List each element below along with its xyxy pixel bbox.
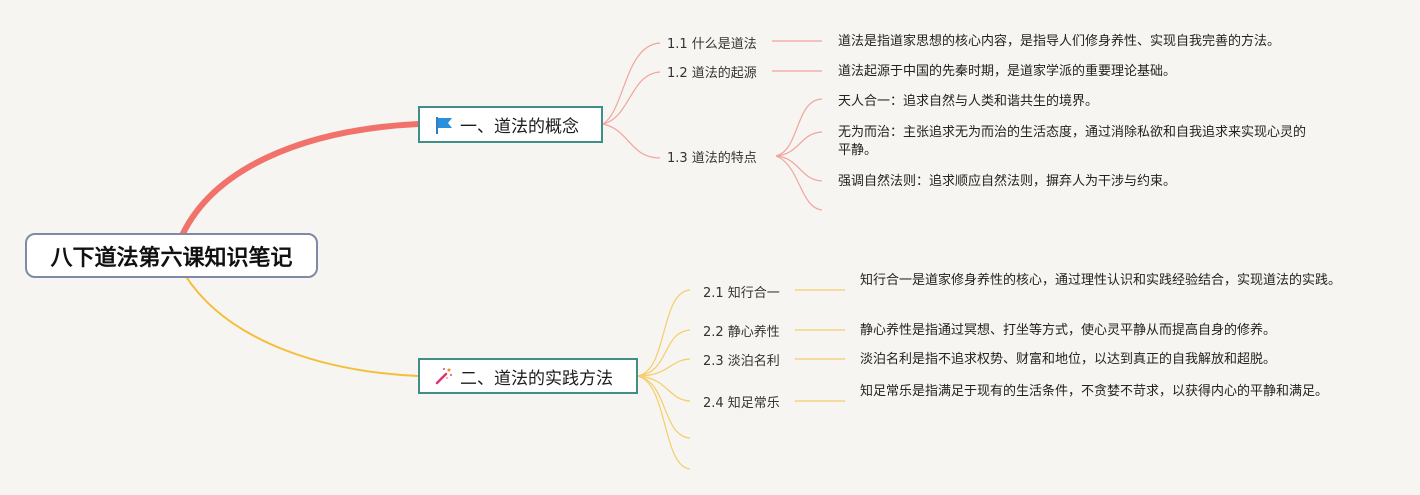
subtopic-1-1-label: 1.1 什么是道法 xyxy=(667,36,757,52)
detail-2-4[interactable]: 知足常乐是指满足于现有的生活条件，不贪婪不苛求，以获得内心的平静和满足。 xyxy=(860,384,1329,399)
branch-practice-title: 二、道法的实践方法 xyxy=(460,368,613,389)
connector-2-4 xyxy=(637,375,691,402)
connector-root-branch1 xyxy=(177,121,421,243)
detail-1-2[interactable]: 道法起源于中国的先秦时期，是道家学派的重要理论基础。 xyxy=(838,64,1177,79)
connector-2-6 xyxy=(637,375,691,470)
connector-1-3 xyxy=(602,123,661,159)
subtopic-2-3-label: 2.3 淡泊名利 xyxy=(703,353,780,369)
subtopic-2-4-label: 2.4 知足常乐 xyxy=(703,395,780,411)
connector-2-5 xyxy=(637,375,691,439)
subtopic-2-3[interactable]: 2.3 淡泊名利 xyxy=(703,349,780,369)
connector-1-3-d xyxy=(775,155,823,211)
branch-concept[interactable]: 一、道法的概念 xyxy=(418,106,603,143)
subtopic-2-2-label: 2.2 静心养性 xyxy=(703,324,780,340)
subtopic-1-2-label: 1.2 道法的起源 xyxy=(667,65,757,81)
detail-2-2[interactable]: 静心养性是指通过冥想、打坐等方式，使心灵平静从而提高自身的修养。 xyxy=(860,323,1277,338)
detail-1-3-c[interactable]: 强调自然法则：追求顺应自然法则，摒弃人为干涉与约束。 xyxy=(838,174,1177,189)
subtopic-1-3[interactable]: 1.3 道法的特点 xyxy=(667,146,757,166)
detail-1-1[interactable]: 道法是指道家思想的核心内容，是指导人们修身养性、实现自我完善的方法。 xyxy=(838,34,1281,49)
subtopic-1-3-label: 1.3 道法的特点 xyxy=(667,150,757,166)
subtopic-2-1[interactable]: 2.1 知行合一 xyxy=(703,281,780,301)
detail-2-1[interactable]: 知行合一是道家修身养性的核心，通过理性认识和实践经验结合，实现道法的实践。 xyxy=(860,273,1342,288)
connector-1-3-c xyxy=(775,155,823,182)
subtopic-1-1[interactable]: 1.1 什么是道法 xyxy=(667,32,757,52)
connector-2-3 xyxy=(637,358,691,377)
subtopic-1-2[interactable]: 1.2 道法的起源 xyxy=(667,61,757,81)
connector-root-branch2 xyxy=(184,274,419,377)
branch-concept-title: 一、道法的概念 xyxy=(460,117,579,137)
connector-1-3-b xyxy=(775,131,823,157)
branch-practice[interactable]: 二、道法的实践方法 xyxy=(418,358,638,394)
subtopic-2-1-label: 2.1 知行合一 xyxy=(703,285,780,301)
subtopic-2-4[interactable]: 2.4 知足常乐 xyxy=(703,391,780,411)
root-topic[interactable]: 八下道法第六课知识笔记 xyxy=(25,233,318,278)
connector-1-2 xyxy=(602,71,661,125)
connector-2-1 xyxy=(637,289,691,377)
connector-1-3-a xyxy=(775,98,823,157)
connector-2-2 xyxy=(637,329,691,377)
connector-1-1 xyxy=(602,42,661,125)
detail-1-3-a[interactable]: 天人合一：追求自然与人类和谐共生的境界。 xyxy=(838,94,1099,109)
detail-2-3[interactable]: 淡泊名利是指不追求权势、财富和地位，以达到真正的自我解放和超脱。 xyxy=(860,352,1277,367)
detail-1-3-b[interactable]: 无为而治：主张追求无为而治的生活态度，通过消除私欲和自我追求来实现心灵的平静。 xyxy=(838,125,1307,158)
flag-icon xyxy=(434,114,456,136)
subtopic-2-2[interactable]: 2.2 静心养性 xyxy=(703,320,780,340)
magic-wand-icon xyxy=(434,365,456,387)
root-title: 八下道法第六课知识笔记 xyxy=(50,245,293,271)
